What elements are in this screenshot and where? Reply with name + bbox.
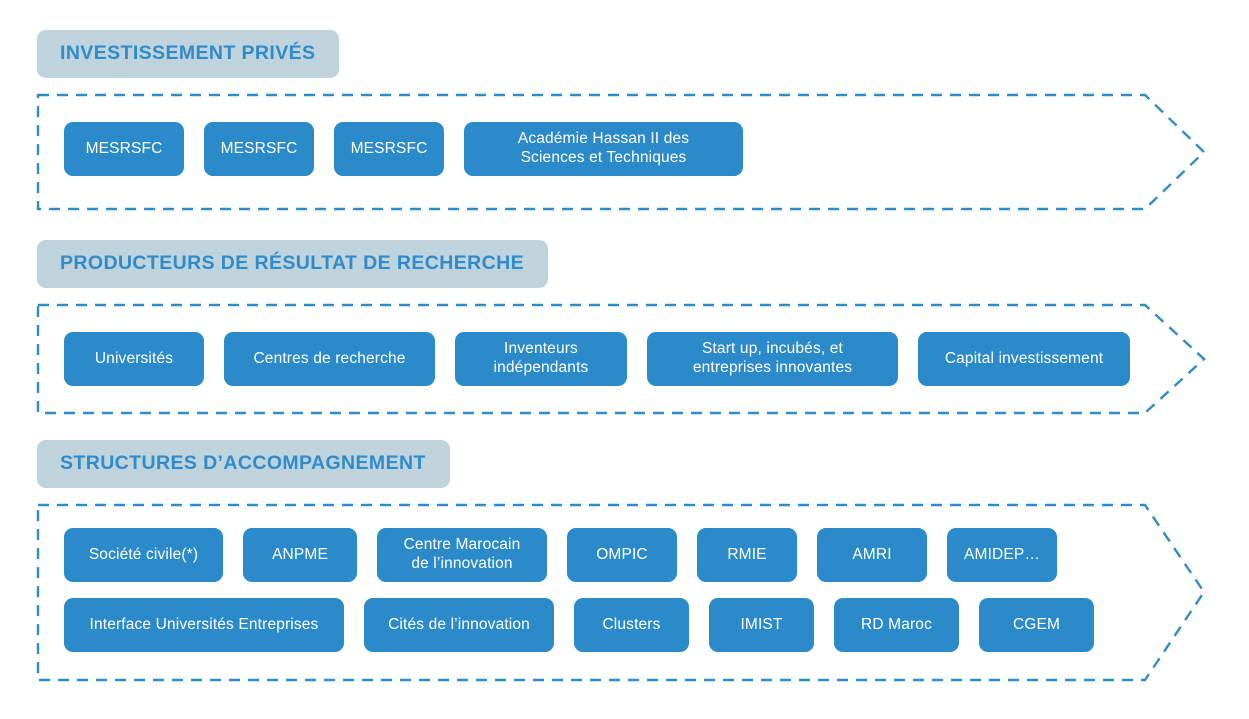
node-box-rd-maroc[interactable]: RD Maroc [834, 598, 959, 652]
arrow-band-0: MESRSFC MESRSFC MESRSFC Académie Hassan … [36, 93, 1206, 211]
node-box-anpme[interactable]: ANPME [243, 528, 357, 582]
node-box-academie-hassan-ii[interactable]: Académie Hassan II des Sciences et Techn… [464, 122, 743, 176]
node-box-amri[interactable]: AMRI [817, 528, 927, 582]
node-box-societe-civile[interactable]: Société civile(*) [64, 528, 223, 582]
section-header-label-0: INVESTISSEMENT PRIVÉS [60, 42, 316, 65]
node-box-mesrsfc-2[interactable]: MESRSFC [204, 122, 314, 176]
node-box-imist[interactable]: IMIST [709, 598, 814, 652]
node-row-2-1: Interface Universités Entreprises Cités … [64, 598, 1094, 652]
section-header-pill-0: INVESTISSEMENT PRIVÉS [37, 30, 340, 78]
node-box-centre-marocain-innovation[interactable]: Centre Marocain de l’innovation [377, 528, 547, 582]
node-box-universites[interactable]: Universités [64, 332, 204, 386]
node-box-rmie[interactable]: RMIE [697, 528, 797, 582]
node-box-amidep[interactable]: AMIDEP… [947, 528, 1057, 582]
node-box-ompic[interactable]: OMPIC [567, 528, 677, 582]
node-box-inventeurs-independants[interactable]: Inventeurs indépendants [455, 332, 627, 386]
node-box-mesrsfc-3[interactable]: MESRSFC [334, 122, 444, 176]
node-row-2-0: Société civile(*) ANPME Centre Marocain … [64, 528, 1057, 582]
node-box-start-up-incubes[interactable]: Start up, incubés, et entreprises innova… [647, 332, 898, 386]
node-box-capital-investissement[interactable]: Capital investissement [918, 332, 1130, 386]
arrow-band-1: Universités Centres de recherche Invente… [36, 303, 1206, 415]
dashed-arrow-outline-1 [36, 303, 1206, 415]
section-header-label-1: PRODUCTEURS DE RÉSULTAT DE RECHERCHE [60, 252, 525, 275]
section-header-pill-1: PRODUCTEURS DE RÉSULTAT DE RECHERCHE [37, 240, 549, 288]
node-box-interface-universites-entreprises[interactable]: Interface Universités Entreprises [64, 598, 344, 652]
node-box-cgem[interactable]: CGEM [979, 598, 1094, 652]
node-row-1-0: Universités Centres de recherche Invente… [64, 332, 1130, 386]
node-box-centres-de-recherche[interactable]: Centres de recherche [224, 332, 435, 386]
dashed-arrow-outline-0 [36, 93, 1206, 211]
arrow-band-2: Société civile(*) ANPME Centre Marocain … [36, 503, 1206, 682]
dashed-arrow-outline-2 [36, 503, 1206, 682]
node-box-cites-de-linnovation[interactable]: Cités de l’innovation [364, 598, 554, 652]
node-box-mesrsfc-1[interactable]: MESRSFC [64, 122, 184, 176]
node-row-0-0: MESRSFC MESRSFC MESRSFC Académie Hassan … [64, 122, 743, 176]
section-header-pill-2: STRUCTURES D’ACCOMPAGNEMENT [37, 440, 450, 488]
section-header-label-2: STRUCTURES D’ACCOMPAGNEMENT [60, 452, 426, 475]
node-box-clusters[interactable]: Clusters [574, 598, 689, 652]
